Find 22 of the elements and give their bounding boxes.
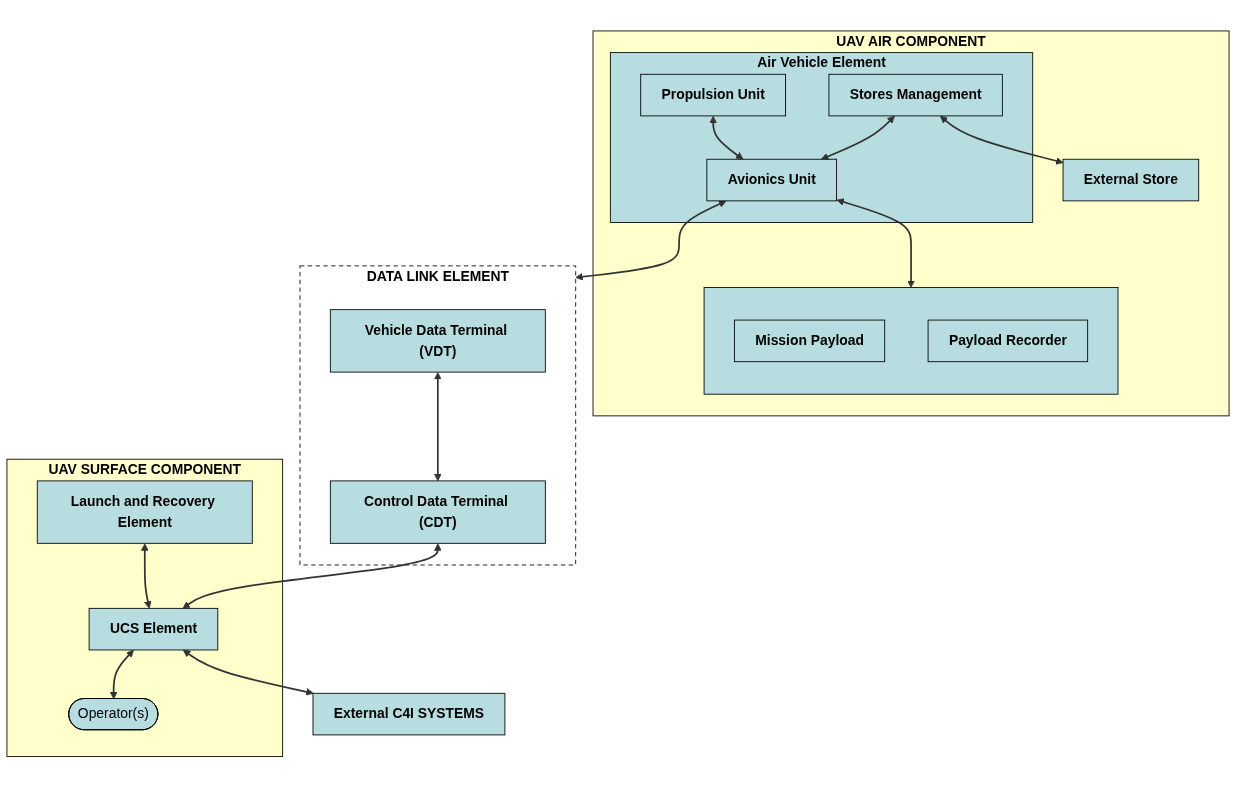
arrow (140, 543, 152, 609)
node-box: Mission Payload (734, 319, 886, 363)
node-box: Launch and Recovery Element (36, 480, 253, 544)
node-box: Stores Management (828, 74, 1003, 117)
arrow (182, 650, 314, 696)
arrow (434, 372, 442, 482)
node-box: Avionics Unit (706, 159, 838, 202)
node-box: UCS Element (88, 608, 219, 651)
arrow (182, 543, 442, 609)
arrow (836, 198, 915, 289)
arrow (109, 650, 134, 700)
node-box: External Store (1062, 159, 1200, 202)
node-box: Payload Recorder (927, 319, 1089, 363)
arrow (940, 116, 1064, 165)
node-box: External C4I SYSTEMS (312, 693, 506, 736)
arrow (709, 116, 744, 160)
node-box: Propulsion Unit (640, 74, 786, 117)
arrow (821, 116, 895, 161)
arrow (575, 200, 727, 281)
node-box: Control Data Terminal (CDT) (329, 480, 546, 544)
cluster (703, 287, 1119, 395)
node-box: Vehicle Data Terminal (VDT) (329, 309, 546, 373)
